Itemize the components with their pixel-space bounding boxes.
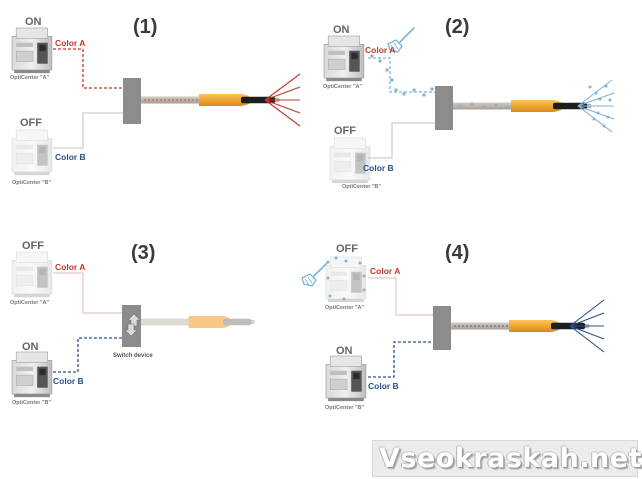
panel-1-bottom-state: OFF	[20, 117, 42, 129]
connector-block	[433, 306, 451, 350]
opticenter-b-cabinet	[330, 138, 370, 183]
connector-block	[435, 86, 453, 130]
panel-2-color-a-label: Color A	[365, 45, 396, 55]
panel-4-top-unit-name: OptiCenter "A"	[325, 305, 365, 311]
color-b-spray	[569, 299, 605, 353]
opticenter-b-cabinet	[12, 130, 52, 175]
watermark-text: Vseokraskah.net	[379, 443, 642, 474]
panel-3	[11, 252, 255, 398]
panel-4-number: (4)	[445, 242, 470, 264]
panel-1-top-unit-name: OptiCenter "A"	[10, 75, 50, 81]
panel-1-bottom-unit-name: OptiCenter "B"	[12, 180, 52, 186]
panel-3-bottom-unit-name: OptiCenter "B"	[12, 400, 52, 406]
opticenter-b-cabinet	[11, 351, 53, 398]
color-a-clean-line	[368, 57, 436, 93]
panel-3-top-unit-name: OptiCenter "A"	[10, 300, 50, 306]
panel-3-number: (3)	[131, 242, 156, 264]
panel-2-top-state: ON	[333, 24, 350, 36]
panel-1-color-b-label: Color B	[55, 152, 86, 162]
color-b-line	[368, 122, 436, 159]
panel-2-color-b-label: Color B	[363, 163, 394, 173]
color-a-spray	[264, 73, 301, 127]
clean-dots	[370, 54, 434, 97]
panel-2-top-unit-name: OptiCenter "A"	[323, 84, 363, 90]
panel-4-top-state: OFF	[336, 243, 358, 255]
opticenter-a-cabinet	[11, 27, 53, 74]
color-a-line	[53, 48, 124, 89]
color-b-line	[53, 337, 123, 373]
panel-3-top-state: OFF	[22, 240, 44, 252]
panel-2-bottom-state: OFF	[334, 125, 356, 137]
panel-2	[323, 27, 615, 183]
spray-gun	[140, 315, 255, 329]
color-a-line	[368, 277, 434, 316]
color-b-line	[53, 112, 124, 149]
clean-dots	[326, 256, 366, 301]
opticenter-a-cabinet	[323, 35, 365, 82]
connector-block	[123, 78, 141, 124]
panel-2-bottom-unit-name: OptiCenter "B"	[342, 184, 382, 190]
color-a-line	[53, 272, 123, 314]
panel-4-color-b-label: Color B	[368, 381, 399, 391]
switch-device-label: Switch device	[113, 353, 153, 359]
panel-3-bottom-state: ON	[22, 341, 39, 353]
panel-4-bottom-state: ON	[336, 345, 353, 357]
color-b-line	[368, 341, 434, 378]
panel-4	[301, 256, 605, 402]
spray-gun	[452, 99, 592, 113]
panel-2-number: (2)	[445, 16, 470, 38]
panel-4-bottom-unit-name: OptiCenter "B"	[325, 405, 365, 411]
panel-3-color-a-label: Color A	[55, 262, 86, 272]
broom-icon	[301, 261, 329, 287]
watermark: Vseokraskah.net	[372, 440, 642, 477]
panel-4-color-a-label: Color A	[370, 266, 401, 276]
panel-1	[11, 27, 301, 175]
panel-3-color-b-label: Color B	[53, 376, 84, 386]
opticenter-b-cabinet	[325, 355, 367, 402]
panel-1-number: (1)	[133, 16, 158, 38]
opticenter-a-cabinet	[12, 252, 52, 297]
panel-1-color-a-label: Color A	[55, 38, 86, 48]
panel-1-top-state: ON	[25, 16, 42, 28]
clean-spray	[577, 79, 615, 133]
